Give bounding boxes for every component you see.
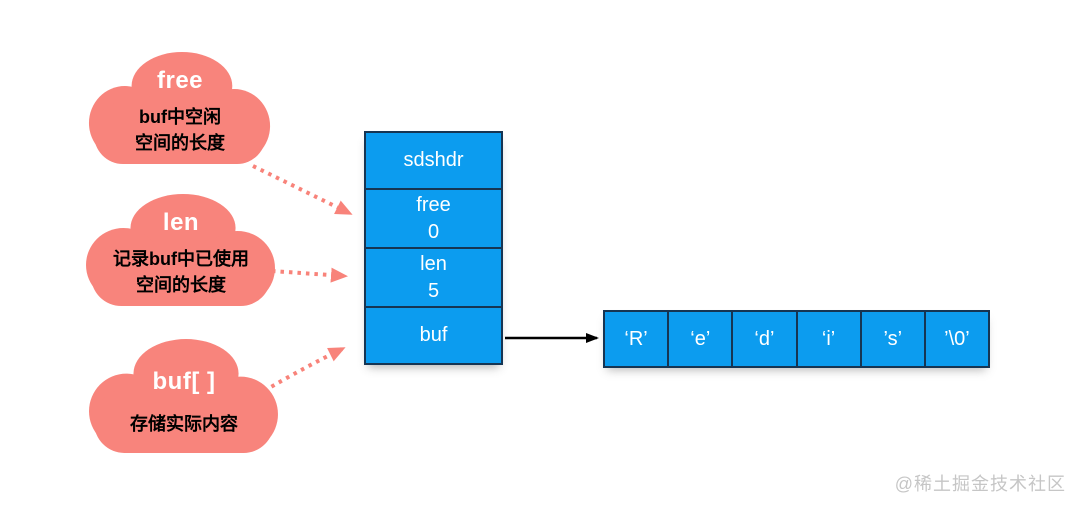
cloud-free-title: free xyxy=(156,67,204,94)
struct-len-cell: len 5 xyxy=(366,247,501,306)
cloud-len-text: len 记录buf中已使用 空间的长度 xyxy=(85,192,277,307)
struct-free-cell: free 0 xyxy=(366,188,501,247)
watermark: @稀土掘金技术社区 xyxy=(894,474,1066,494)
struct-buf-cell: buf xyxy=(366,306,501,363)
char-cell: ’\0’ xyxy=(923,312,989,366)
sdshdr-struct-table: sdshdr free 0 len 5 buf xyxy=(364,131,503,365)
dotted-arrow-len xyxy=(271,267,348,283)
cloud-len-desc-line2: 空间的长度 xyxy=(136,275,226,295)
char-cell: ‘d’ xyxy=(731,312,796,366)
cloud-icon xyxy=(86,194,275,306)
struct-header-label: sdshdr xyxy=(403,149,464,171)
cloud-free-label: free buf中空闲 空间的长度 xyxy=(88,50,272,165)
struct-buf-name: buf xyxy=(419,324,448,346)
struct-len-name: len xyxy=(420,252,447,275)
cloud-len-desc-line1: 记录buf中已使用 xyxy=(113,249,249,269)
cloud-buf-title: buf[ ] xyxy=(152,368,216,395)
cloud-free-desc-line1: buf中空闲 xyxy=(139,107,221,127)
cloud-len-label: len 记录buf中已使用 空间的长度 xyxy=(85,192,277,307)
char-array: ‘R’ ‘e’ ‘d’ ‘i’ ’s’ ’\0’ xyxy=(603,310,990,368)
struct-free-name: free xyxy=(416,193,451,216)
cloud-free-desc-line2: 空间的长度 xyxy=(135,133,225,153)
cloud-buf-desc-line1: 存储实际内容 xyxy=(130,414,238,434)
cloud-len-title: len xyxy=(162,209,200,236)
char-cell: ’s’ xyxy=(859,312,924,366)
char-cell: ‘e’ xyxy=(667,312,732,366)
struct-free-value: 0 xyxy=(427,220,440,243)
struct-header-cell: sdshdr xyxy=(366,133,501,188)
cloud-icon xyxy=(89,339,278,453)
cloud-free-text: free buf中空闲 空间的长度 xyxy=(88,50,272,165)
struct-len-value: 5 xyxy=(427,279,440,302)
char-cell: ‘R’ xyxy=(605,312,668,366)
cloud-icon xyxy=(88,52,271,164)
char-cell: ‘i’ xyxy=(795,312,860,366)
cloud-buf-text: buf[ ] 存储实际内容 xyxy=(88,337,280,454)
cloud-buf-label: buf[ ] 存储实际内容 xyxy=(88,337,280,454)
